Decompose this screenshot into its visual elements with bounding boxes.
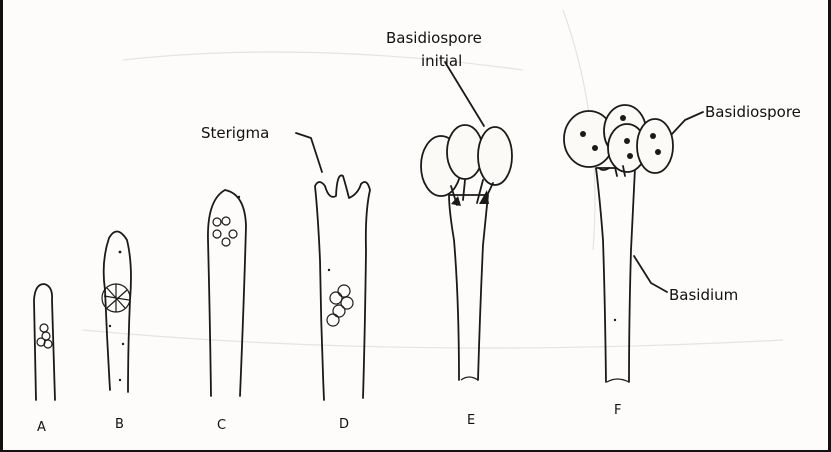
stage-f-basidium: [564, 105, 673, 382]
label-basidiospore-initial-line2: initial: [421, 52, 462, 70]
label-basidiospore: Basidiospore: [705, 103, 801, 121]
stage-d-basidium: [315, 175, 370, 400]
stage-letter-c: C: [217, 418, 226, 433]
stage-c-basidium: [208, 190, 246, 396]
stage-letter-d: D: [339, 417, 349, 432]
label-basidiospore-initial-line1: Basidiospore: [386, 29, 482, 47]
stage-letter-a: A: [37, 420, 46, 435]
sterigma-leader: [296, 133, 322, 172]
stage-letter-e: E: [467, 413, 475, 428]
basidium-leader: [634, 256, 667, 292]
stage-b-basidium: [102, 231, 131, 392]
stage-e-basidium: [421, 125, 512, 380]
basidiospore-leader: [672, 112, 703, 134]
stage-a-basidium: [34, 284, 55, 400]
label-basidium: Basidium: [669, 286, 738, 304]
label-sterigma: Sterigma: [201, 124, 269, 142]
basidiospore-initial-leader: [445, 62, 484, 126]
basidium-development-diagram: Sterigma Basidiospore initial Basidiospo…: [3, 0, 831, 452]
stage-letter-b: B: [115, 417, 124, 432]
stage-letter-f: F: [614, 403, 621, 418]
